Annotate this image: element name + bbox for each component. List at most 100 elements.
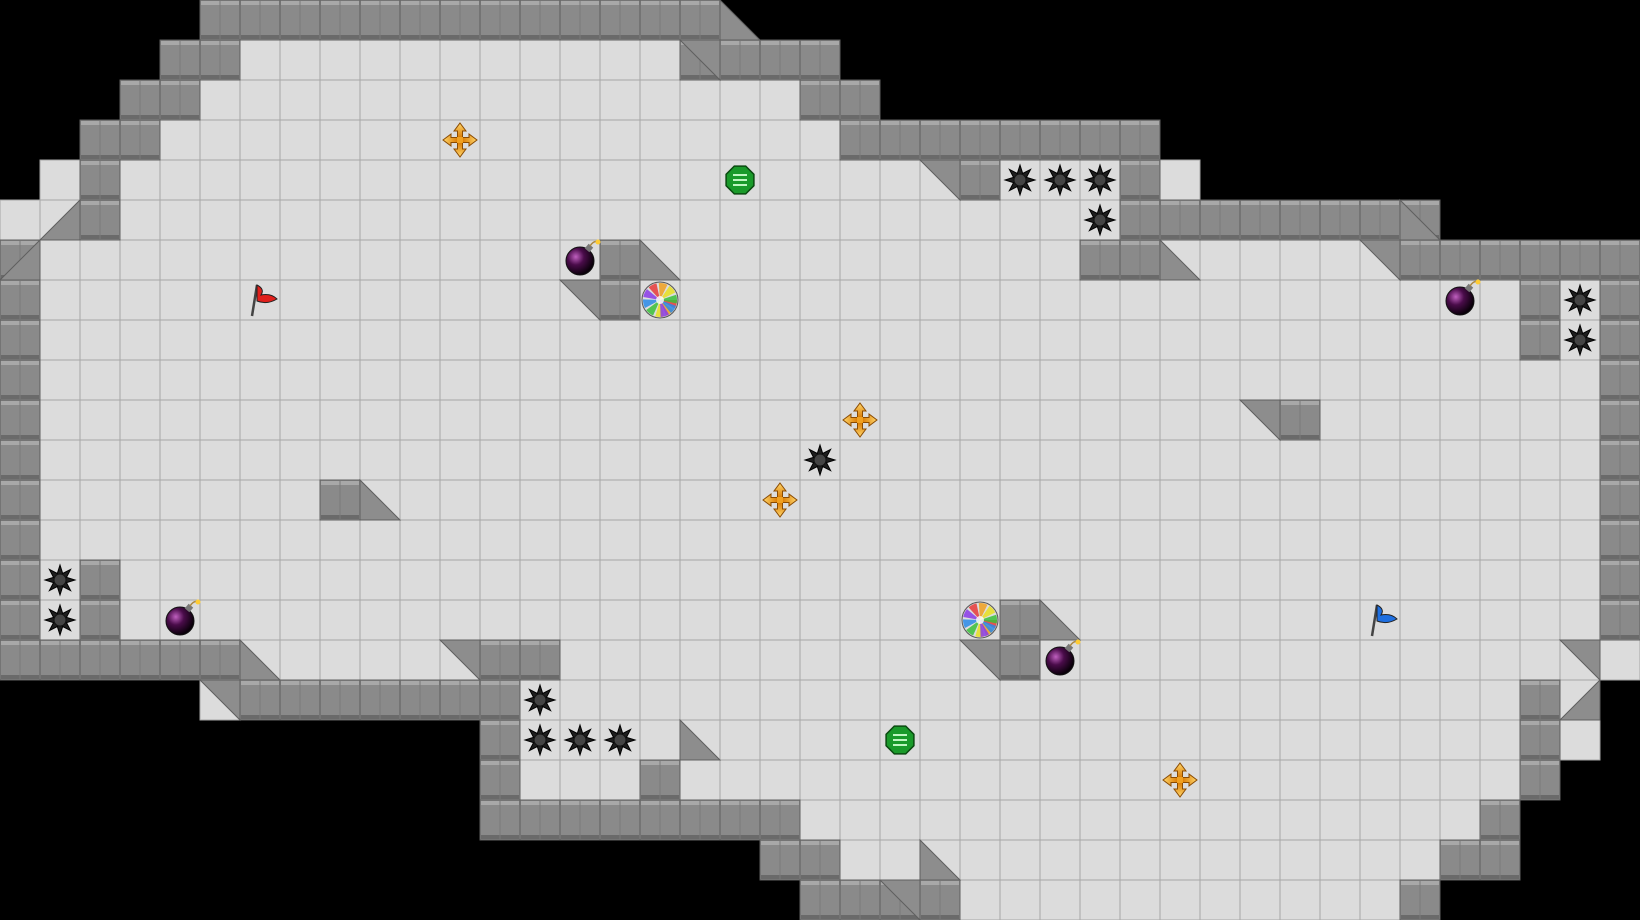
floor-tile	[719, 639, 761, 681]
floor-tile	[1239, 839, 1281, 881]
floor-tile	[679, 199, 721, 241]
wall-block	[1439, 239, 1481, 281]
wall-block	[1079, 119, 1121, 161]
wall-block	[479, 759, 521, 801]
wall-block	[119, 639, 161, 681]
floor-tile	[519, 559, 561, 601]
floor-tile	[719, 679, 761, 721]
floor-tile	[79, 239, 121, 281]
floor-tile	[919, 559, 961, 601]
floor-tile	[999, 439, 1041, 481]
floor-tile	[1359, 439, 1401, 481]
floor-tile	[639, 399, 681, 441]
floor-tile	[1239, 759, 1281, 801]
floor-tile	[359, 319, 401, 361]
floor-tile	[479, 239, 521, 281]
floor-tile	[399, 519, 441, 561]
floor-tile	[319, 439, 361, 481]
floor-tile	[319, 39, 361, 81]
floor-tile	[1359, 759, 1401, 801]
wall-block	[1519, 719, 1561, 761]
boost-arrows-icon	[842, 402, 878, 438]
wall-ramp	[1399, 198, 1442, 241]
floor-tile	[1199, 479, 1241, 521]
floor-tile	[959, 279, 1001, 321]
floor-tile	[1079, 479, 1121, 521]
floor-tile	[759, 279, 801, 321]
floor-tile	[1039, 799, 1081, 841]
floor-tile	[1119, 719, 1161, 761]
floor-tile	[1079, 879, 1121, 920]
floor-tile	[1399, 519, 1441, 561]
wall-ramp	[239, 638, 282, 681]
floor-tile	[1319, 839, 1361, 881]
floor-tile	[1159, 559, 1201, 601]
floor-tile	[1159, 599, 1201, 641]
floor-tile	[319, 239, 361, 281]
floor-tile	[759, 239, 801, 281]
floor-tile	[319, 559, 361, 601]
spike-icon	[1083, 163, 1117, 197]
floor-tile	[479, 519, 521, 561]
floor-tile	[599, 559, 641, 601]
floor-tile	[999, 759, 1041, 801]
floor-tile	[1039, 879, 1081, 920]
floor-tile	[519, 759, 561, 801]
floor-tile	[879, 319, 921, 361]
floor-tile	[679, 599, 721, 641]
floor-tile	[1359, 479, 1401, 521]
floor-tile	[1279, 319, 1321, 361]
floor-tile	[1319, 279, 1361, 321]
wall-block	[1599, 239, 1640, 281]
floor-tile	[1519, 359, 1561, 401]
floor-tile	[279, 599, 321, 641]
floor-tile	[879, 279, 921, 321]
floor-tile	[599, 39, 641, 81]
floor-tile	[719, 119, 761, 161]
floor-tile	[519, 39, 561, 81]
floor-tile	[1239, 799, 1281, 841]
floor-tile	[1439, 519, 1481, 561]
floor-tile	[1599, 639, 1640, 681]
floor-tile	[519, 119, 561, 161]
floor-tile	[479, 39, 521, 81]
floor-tile	[479, 399, 521, 441]
floor-tile	[399, 279, 441, 321]
floor-tile	[719, 559, 761, 601]
floor-tile	[1559, 359, 1601, 401]
wall-block	[1519, 759, 1561, 801]
floor-tile	[199, 559, 241, 601]
floor-tile	[559, 199, 601, 241]
floor-tile	[1439, 679, 1481, 721]
spike-icon	[523, 683, 557, 717]
floor-tile	[599, 639, 641, 681]
wall-block	[1119, 159, 1161, 201]
floor-tile	[1479, 319, 1521, 361]
floor-tile	[119, 199, 161, 241]
green-button-icon	[885, 725, 915, 755]
floor-tile	[199, 399, 241, 441]
floor-tile	[1039, 319, 1081, 361]
floor-tile	[1199, 319, 1241, 361]
floor-tile	[839, 719, 881, 761]
floor-tile	[719, 599, 761, 641]
floor-tile	[1519, 639, 1561, 681]
floor-tile	[599, 759, 641, 801]
floor-tile	[839, 439, 881, 481]
floor-tile	[759, 519, 801, 561]
floor-tile	[1479, 399, 1521, 441]
floor-tile	[1039, 279, 1081, 321]
spike-icon	[523, 723, 557, 757]
wall-block	[1479, 799, 1521, 841]
floor-tile	[759, 79, 801, 121]
floor-tile	[1079, 839, 1121, 881]
floor-tile	[399, 559, 441, 601]
floor-tile	[1479, 759, 1521, 801]
floor-tile	[1159, 799, 1201, 841]
wall-block	[479, 799, 521, 841]
floor-tile	[639, 559, 681, 601]
floor-tile	[399, 79, 441, 121]
wall-block	[519, 0, 561, 41]
floor-tile	[1079, 719, 1121, 761]
floor-tile	[1279, 559, 1321, 601]
